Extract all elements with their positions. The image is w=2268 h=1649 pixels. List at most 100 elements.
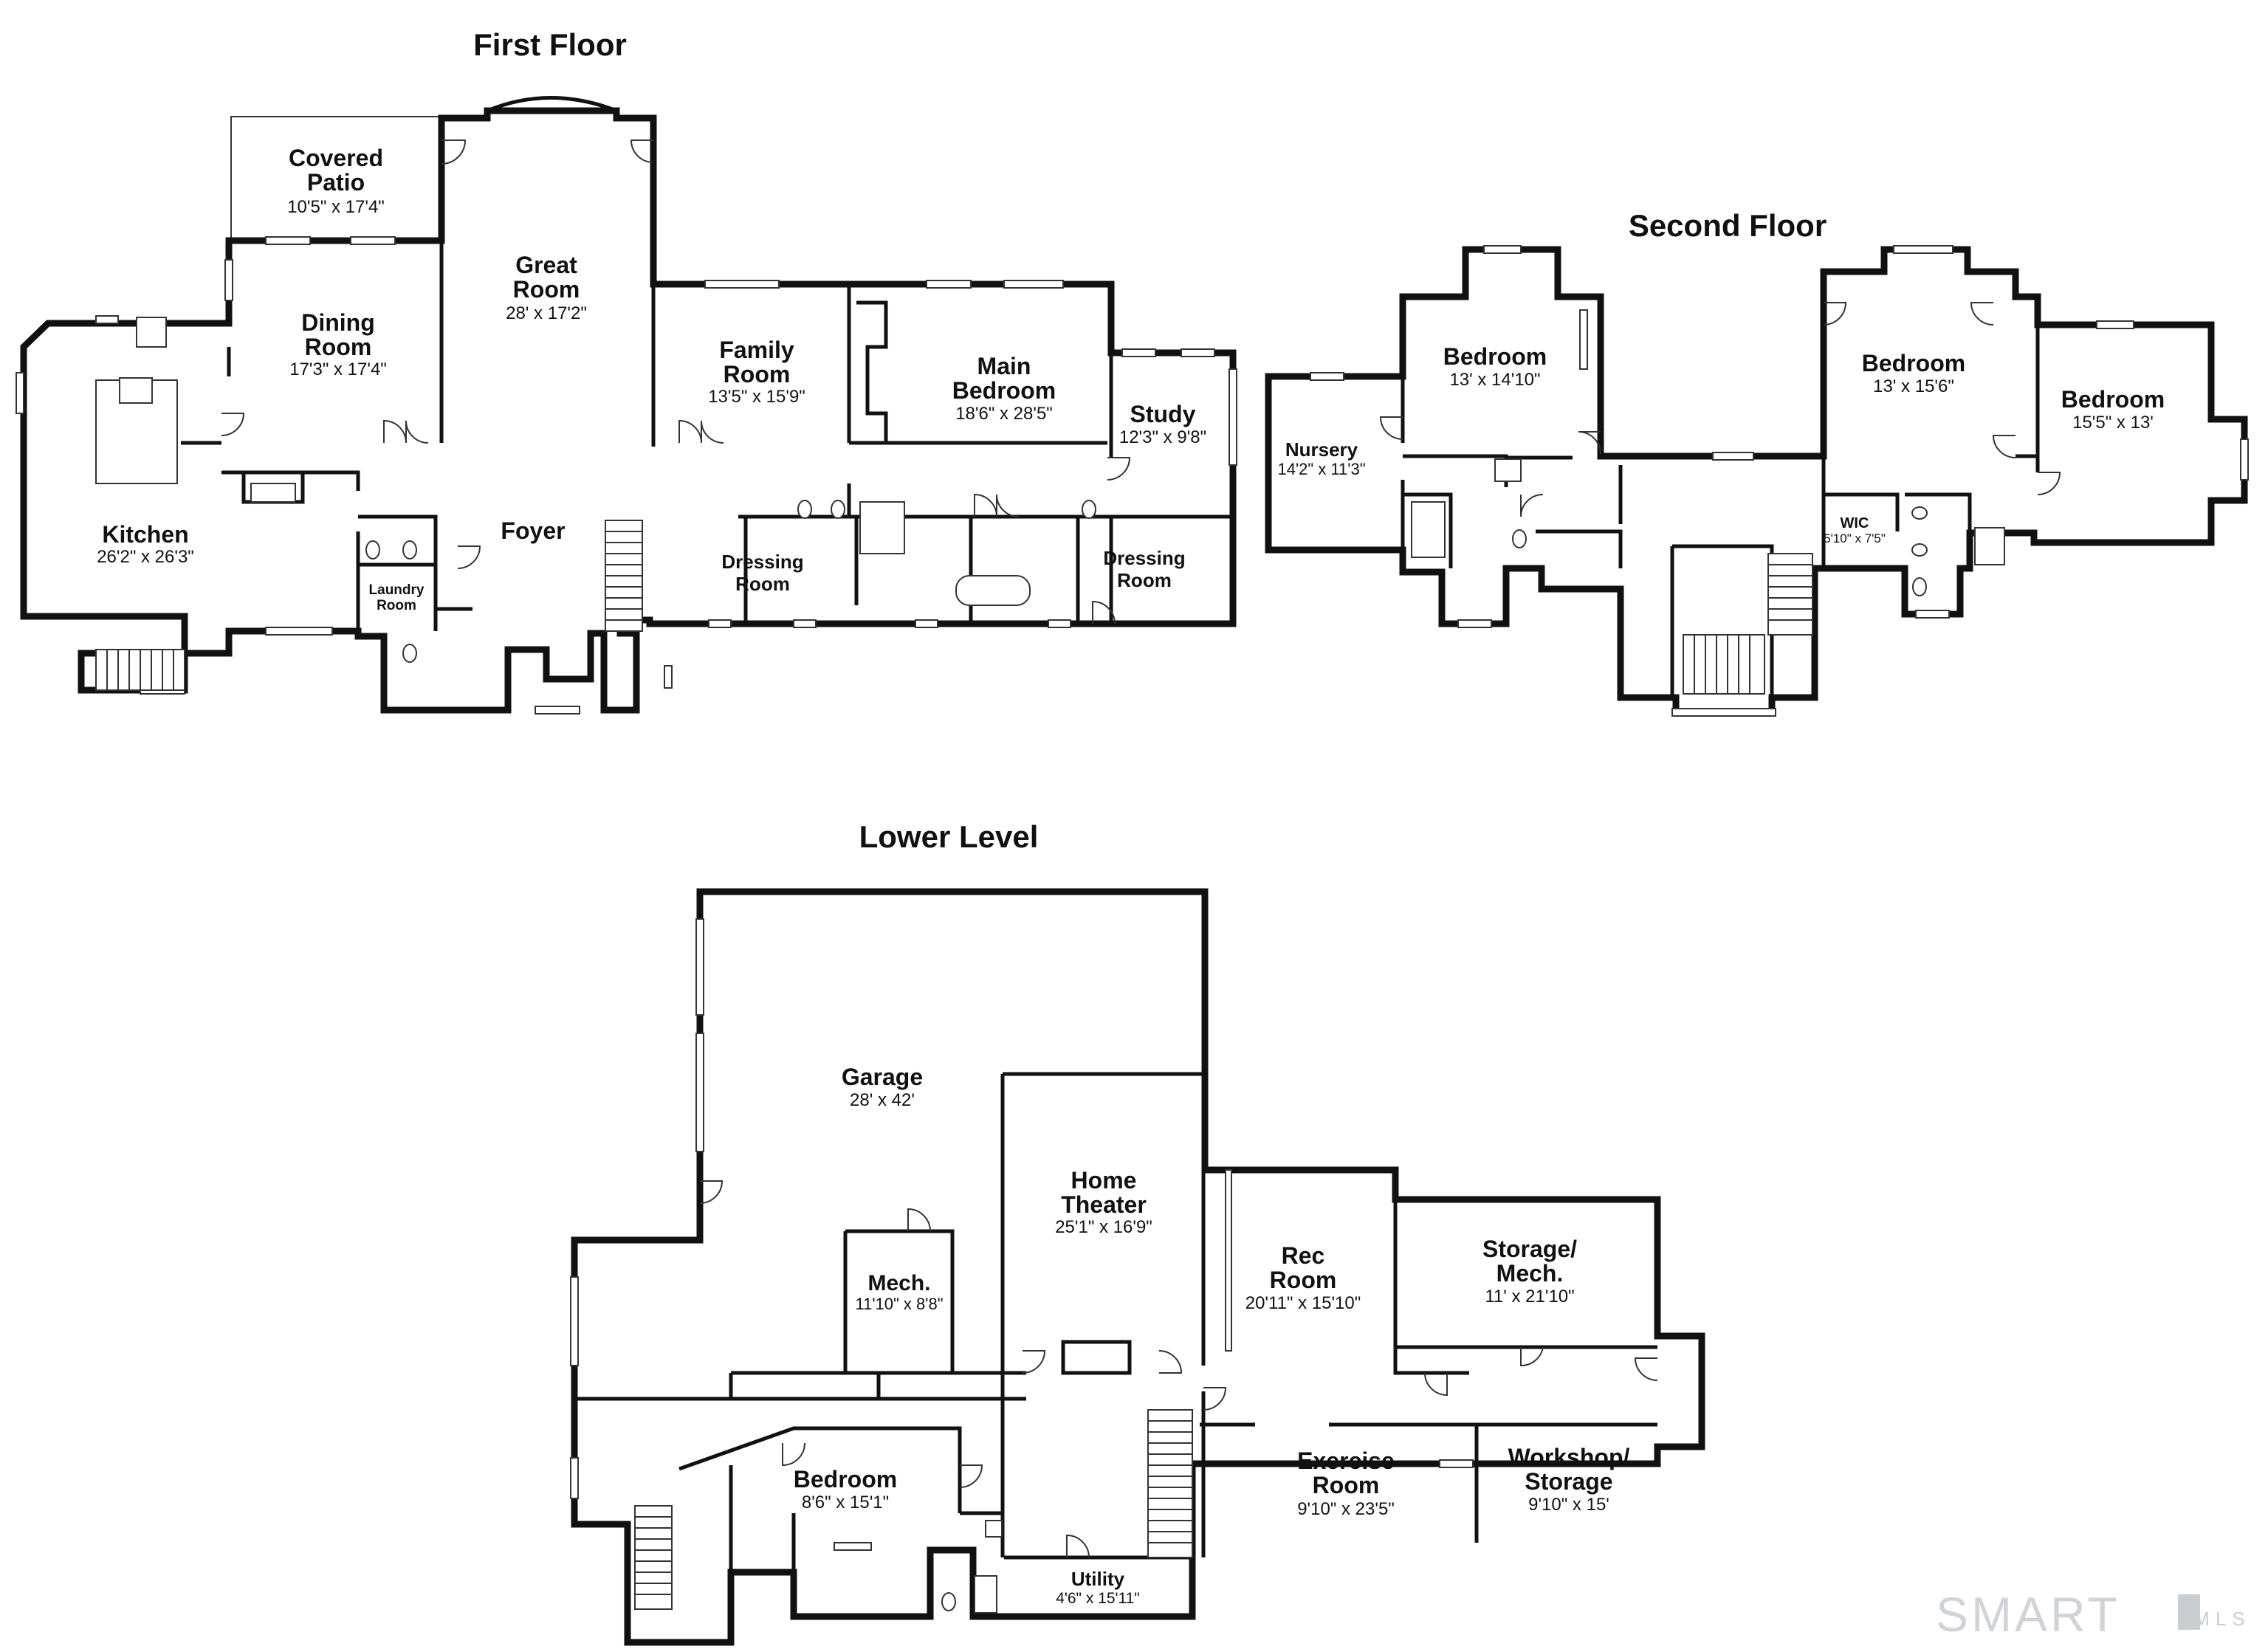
lower-level-window (570, 1457, 579, 1499)
svg-text:11'10" x 8'8": 11'10" x 8'8" (855, 1295, 943, 1313)
first-floor-door (457, 545, 481, 569)
room-mech: Mech. 11'10" x 8'8" (855, 1271, 943, 1313)
room-foyer: Foyer (501, 517, 565, 544)
svg-text:Home: Home (1071, 1167, 1137, 1194)
svg-text:Utility: Utility (1071, 1568, 1125, 1590)
first-floor-window (1003, 280, 1064, 289)
first-floor-door (383, 419, 407, 444)
lower-level-door (907, 1208, 931, 1232)
svg-text:13' x 15'6": 13' x 15'6" (1873, 376, 1954, 396)
sink (1911, 543, 1928, 557)
first-floor-door (678, 419, 702, 444)
svg-text:Garage: Garage (842, 1064, 923, 1090)
lower-level-stairs (634, 1409, 1193, 1610)
sink (1911, 506, 1928, 520)
svg-text:Room: Room (377, 598, 416, 613)
second-floor-door (1520, 494, 1544, 517)
lower-level-door (1520, 1346, 1544, 1367)
second-floor-window (1671, 708, 1776, 717)
svg-text:Room: Room (1117, 569, 1172, 591)
lower-level-window (570, 1276, 579, 1366)
lower-level-door (782, 1442, 805, 1467)
svg-text:Rec: Rec (1282, 1242, 1325, 1269)
svg-text:9'10" x 15': 9'10" x 15' (1528, 1495, 1609, 1515)
room-covered-patio: Covered Patio 10'5" x 17'4" (287, 145, 385, 217)
first-floor-door (221, 413, 245, 436)
toilet (1082, 500, 1096, 519)
room-family-room: Family Room 13'5" x 15'9" (708, 337, 805, 407)
svg-text:Bedroom: Bedroom (1443, 343, 1547, 370)
toilet (365, 540, 380, 560)
room-study: Study 12'3" x 9'8" (1119, 401, 1206, 447)
first-floor-window (265, 236, 311, 245)
room-dressing-1: Dressing Room (721, 551, 803, 595)
svg-text:Exercise: Exercise (1297, 1447, 1395, 1474)
svg-text:14'2" x 11'3": 14'2" x 11'3" (1277, 460, 1365, 478)
lower-level-window (695, 918, 704, 1016)
lower-level-door (1634, 1357, 1658, 1381)
svg-text:20'11" x 15'10": 20'11" x 15'10" (1245, 1293, 1361, 1313)
first-floor-door (630, 140, 654, 163)
second-floor-window (1310, 372, 1344, 381)
svg-text:26'2" x 26'3": 26'2" x 26'3" (97, 547, 194, 567)
first-floor-door (405, 420, 429, 444)
svg-text:Foyer: Foyer (501, 517, 565, 544)
second-floor-title: Second Floor (1629, 208, 1827, 243)
svg-text:Dressing: Dressing (1103, 547, 1185, 569)
svg-text:5'10" x 7'5": 5'10" x 7'5" (1824, 531, 1886, 545)
svg-text:Bedroom: Bedroom (2061, 386, 2165, 413)
second-floor-exterior-wall (1265, 246, 2248, 716)
svg-text:Laundry: Laundry (369, 582, 425, 598)
svg-text:Room: Room (513, 276, 580, 303)
lower-level-interior-walls (574, 1072, 1657, 1572)
logo-sub: MLS (2193, 1608, 2250, 1630)
room-utility: Utility 4'6" x 15'11" (1056, 1568, 1140, 1607)
first-floor-window (224, 259, 233, 301)
toilet (831, 500, 845, 519)
svg-text:Bedroom: Bedroom (1862, 350, 1965, 376)
first-floor-window (664, 665, 673, 689)
lower-level-door (959, 1464, 983, 1488)
svg-text:28' x 17'2": 28' x 17'2" (506, 303, 587, 323)
room-garage: Garage 28' x 42' (842, 1064, 923, 1110)
sink (985, 1520, 1003, 1538)
svg-text:Dressing: Dressing (721, 551, 803, 573)
first-floor-window (793, 619, 817, 628)
room-home-theater: Home Theater 25'1" x 16'9" (1055, 1167, 1152, 1237)
first-floor-window (1228, 368, 1237, 466)
second-floor-window (1893, 245, 1953, 254)
room-bedroom-1: Bedroom 13' x 14'10" (1443, 343, 1547, 390)
lower-level-window (834, 1542, 872, 1551)
lower-level-window (1225, 1169, 1232, 1352)
svg-text:Bedroom: Bedroom (794, 1466, 897, 1493)
room-storage-mech: Storage/ Mech. 11' x 21'10" (1482, 1236, 1577, 1307)
svg-text:12'3" x 9'8": 12'3" x 9'8" (1119, 427, 1206, 447)
lower-level-plan: Garage 28' x 42' Home Theater 25'1" x 16… (570, 888, 1705, 1646)
first-floor-window (926, 280, 972, 289)
fireplace (250, 483, 296, 503)
first-floor-door (996, 494, 1020, 517)
lower-level-title: Lower Level (859, 819, 1039, 854)
svg-text:25'1" x 16'9": 25'1" x 16'9" (1055, 1217, 1152, 1237)
svg-text:Storage/: Storage/ (1482, 1236, 1577, 1262)
shower (859, 501, 905, 554)
first-floor-window (350, 236, 396, 245)
svg-text:18'6" x 28'5": 18'6" x 28'5" (955, 404, 1053, 424)
svg-text:Main: Main (977, 353, 1031, 379)
first-floor-stairs (95, 520, 643, 691)
room-main-bedroom: Main Bedroom 18'6" x 28'5" (952, 353, 1056, 424)
svg-text:Bedroom: Bedroom (952, 377, 1056, 404)
sink (1494, 458, 1522, 482)
svg-text:Room: Room (305, 334, 372, 360)
shower (1411, 501, 1446, 558)
svg-text:4'6" x 15'11": 4'6" x 15'11" (1056, 1590, 1140, 1607)
second-floor-door (2037, 472, 2061, 495)
shower (1974, 527, 2005, 565)
second-floor-stairs (1683, 553, 1813, 695)
first-floor-title: First Floor (473, 27, 627, 62)
room-workshop-storage: Workshop/ Storage 9'10" x 15' (1508, 1444, 1630, 1515)
room-nursery: Nursery 14'2" x 11'3" (1277, 438, 1365, 478)
first-floor-plan: Covered Patio 10'5" x 17'4" Great Room 2… (16, 96, 1237, 715)
first-floor-window (16, 372, 24, 414)
first-floor-window (704, 280, 780, 289)
